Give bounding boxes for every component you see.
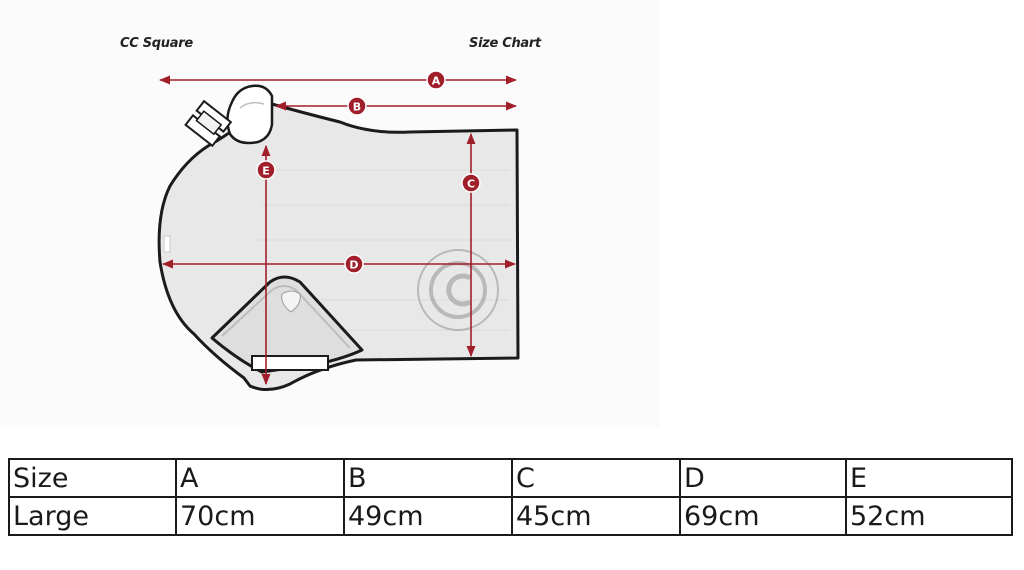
marker-d: D xyxy=(344,254,364,274)
marker-b: B xyxy=(347,96,367,116)
header-cell-size: Size xyxy=(8,458,177,498)
marker-e: E xyxy=(256,160,276,180)
header-cell-a: A xyxy=(175,458,345,498)
size-table: Size A B C D E Large 70cm 49cm 45cm 69cm… xyxy=(8,458,1013,536)
marker-d-label: D xyxy=(349,259,358,272)
wither-pad-fold xyxy=(239,101,265,109)
product-name-caption: CC Square xyxy=(120,36,193,51)
table-header-row: Size A B C D E xyxy=(8,458,1013,498)
row-cell-d: 69cm xyxy=(679,496,847,536)
row-cell-c: 45cm xyxy=(511,496,681,536)
brand-badge-icon xyxy=(281,290,301,313)
girth-strap-label xyxy=(251,355,329,371)
diagram-panel: A B C D E CC Square Size Chart xyxy=(0,0,660,428)
size-chart-caption: Size Chart xyxy=(469,36,541,51)
row-cell-size: Large xyxy=(8,496,177,536)
header-cell-d: D xyxy=(679,458,847,498)
header-cell-c: C xyxy=(511,458,681,498)
row-cell-b: 49cm xyxy=(343,496,513,536)
marker-a-label: A xyxy=(432,75,441,88)
wither-pad xyxy=(226,84,274,145)
edge-tab xyxy=(163,235,171,253)
header-cell-b: B xyxy=(343,458,513,498)
saddle-pad-diagram: A B C D E xyxy=(157,70,520,391)
table-row: Large 70cm 49cm 45cm 69cm 52cm xyxy=(8,496,1013,536)
girth-panel-trim xyxy=(221,285,351,349)
saddle-strap xyxy=(184,99,233,148)
row-cell-a: 70cm xyxy=(175,496,345,536)
marker-b-label: B xyxy=(353,101,361,114)
girth-panel xyxy=(210,275,364,374)
row-cell-e: 52cm xyxy=(845,496,1013,536)
marker-e-label: E xyxy=(262,165,270,178)
header-cell-e: E xyxy=(845,458,1013,498)
marker-c-label: C xyxy=(467,178,475,191)
marker-a: A xyxy=(426,70,446,90)
marker-c: C xyxy=(461,173,481,193)
